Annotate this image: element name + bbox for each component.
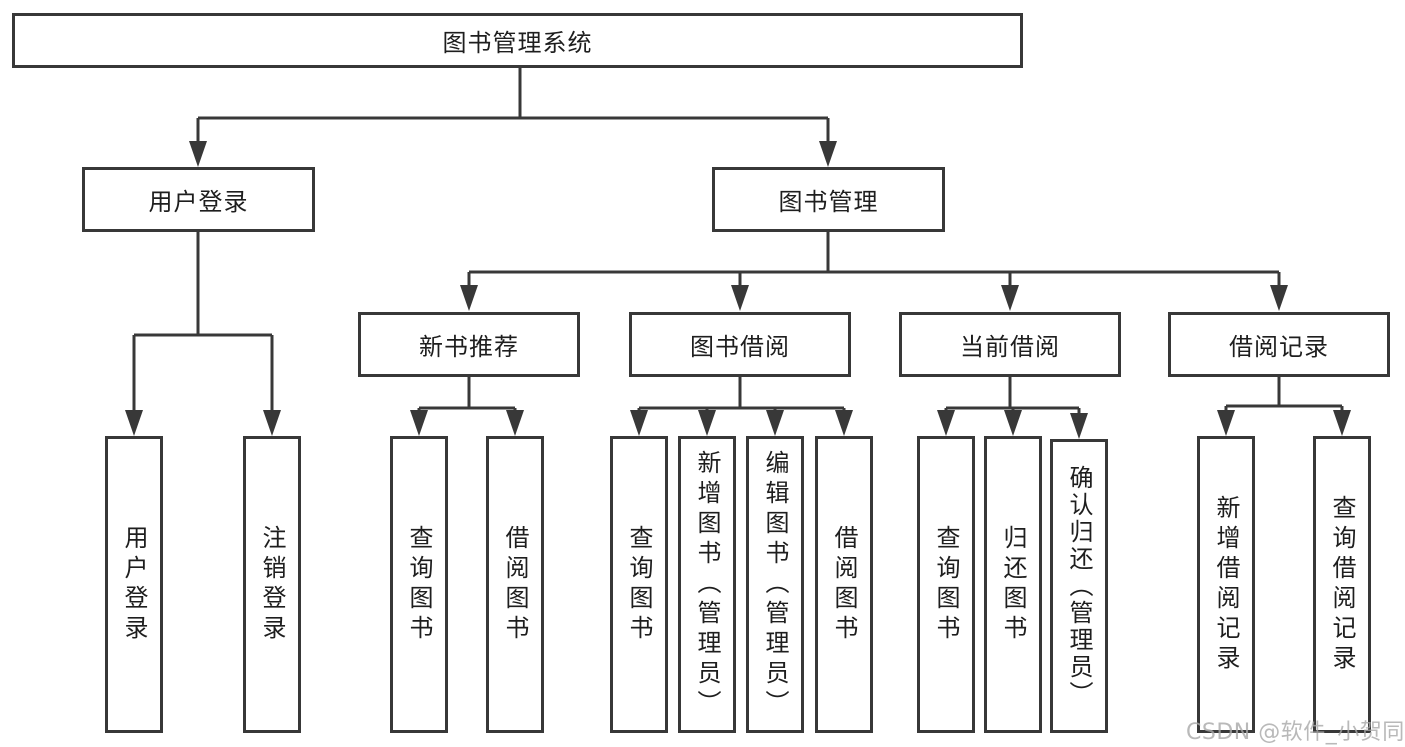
arrow-down-icon	[189, 141, 207, 167]
connector-path	[417, 377, 517, 413]
node-book-borrowing: 图书借阅	[629, 312, 851, 377]
leaf-logout: 注销登录	[243, 436, 301, 733]
leaf-label: 查询借阅记录	[1328, 494, 1356, 675]
leaf-label: 借阅图书	[501, 524, 529, 645]
arrow-down-icon	[819, 141, 837, 167]
arrow-down-icon	[630, 410, 648, 436]
node-book-management: 图书管理	[712, 167, 945, 232]
arrow-down-icon	[698, 410, 716, 436]
arrow-down-icon	[1004, 410, 1022, 436]
arrow-down-icon	[1001, 285, 1019, 311]
arrow-down-icon	[731, 285, 749, 311]
leaf-label: 用户登录	[120, 524, 148, 645]
arrow-down-icon	[1217, 410, 1235, 436]
arrow-down-icon	[1333, 410, 1351, 436]
arrow-down-icon	[506, 410, 524, 436]
leaf-borrow-query-books: 查询图书	[610, 436, 668, 733]
node-borrowing-records: 借阅记录	[1168, 312, 1390, 377]
arrow-down-icon	[835, 410, 853, 436]
leaf-label: 确认归还（管理员）	[1065, 464, 1093, 708]
leaf-label: 归还图书	[999, 524, 1027, 645]
connector-path	[132, 232, 274, 413]
arrow-down-icon	[1270, 285, 1288, 311]
leaf-borrow-edit-book-admin: 编辑图书（管理员）	[746, 436, 804, 733]
node-user-login: 用户登录	[82, 167, 315, 232]
connector-path	[467, 232, 1281, 288]
leaf-label: 注销登录	[258, 524, 286, 645]
leaf-label: 借阅图书	[830, 524, 858, 645]
leaf-label: 查询图书	[625, 524, 653, 645]
leaf-newrec-query-books: 查询图书	[390, 436, 448, 733]
arrow-down-icon	[460, 285, 478, 311]
leaf-newrec-borrow-books: 借阅图书	[486, 436, 544, 733]
leaf-current-confirm-return-admin: 确认归还（管理员）	[1050, 439, 1108, 733]
leaf-current-return-books: 归还图书	[984, 436, 1042, 733]
leaf-label: 编辑图书（管理员）	[761, 449, 789, 720]
leaf-records-query-record: 查询借阅记录	[1313, 436, 1371, 733]
arrow-down-icon	[937, 410, 955, 436]
csdn-watermark: CSDN @软件_小贺同学	[1186, 720, 1405, 745]
leaf-label: 新增借阅记录	[1212, 494, 1240, 675]
leaf-label: 查询图书	[932, 524, 960, 645]
connector-path	[196, 68, 830, 144]
leaf-label: 新增图书（管理员）	[693, 449, 721, 720]
connector-path	[944, 377, 1081, 416]
arrow-down-icon	[410, 410, 428, 436]
connector-path	[637, 377, 846, 413]
arrow-down-icon	[766, 410, 784, 436]
connector-path	[1224, 377, 1344, 413]
leaf-current-query-books: 查询图书	[917, 436, 975, 733]
node-library-management-system: 图书管理系统	[12, 13, 1023, 68]
leaf-borrow-add-book-admin: 新增图书（管理员）	[678, 436, 736, 733]
leaf-user-login: 用户登录	[105, 436, 163, 733]
node-current-borrowing: 当前借阅	[899, 312, 1121, 377]
leaf-label: 查询图书	[405, 524, 433, 645]
leaf-records-add-record: 新增借阅记录	[1197, 436, 1255, 733]
arrow-down-icon	[125, 410, 143, 436]
leaf-borrow-borrow-books: 借阅图书	[815, 436, 873, 733]
node-new-book-recommendation: 新书推荐	[358, 312, 580, 377]
arrow-down-icon	[1070, 413, 1088, 439]
arrow-down-icon	[263, 410, 281, 436]
